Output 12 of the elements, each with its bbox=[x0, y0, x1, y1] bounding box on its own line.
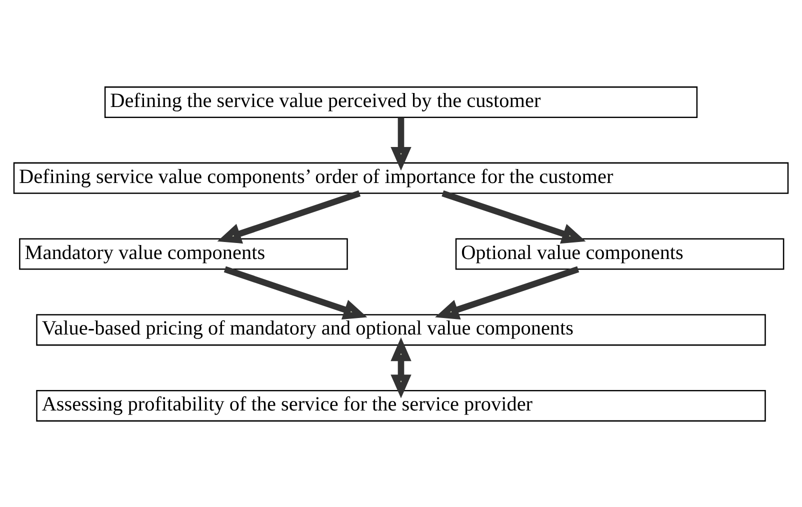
arrow bbox=[390, 117, 412, 170]
node-box: Defining the service value perceived by the customer bbox=[104, 86, 698, 118]
arrow bbox=[435, 266, 580, 319]
node-box: Assessing profitability of the service for the service provider bbox=[36, 389, 766, 422]
arrow bbox=[390, 336, 412, 398]
arrow bbox=[217, 190, 361, 244]
arrow bbox=[224, 266, 368, 319]
node-box: Defining service value components’ order of importance for the customer bbox=[13, 162, 789, 194]
node-box: Mandatory value components bbox=[19, 238, 348, 270]
node-box: Optional value components bbox=[455, 238, 784, 270]
node-box: Value-based pricing of mandatory and optional value components bbox=[36, 314, 766, 346]
arrow bbox=[442, 190, 586, 244]
